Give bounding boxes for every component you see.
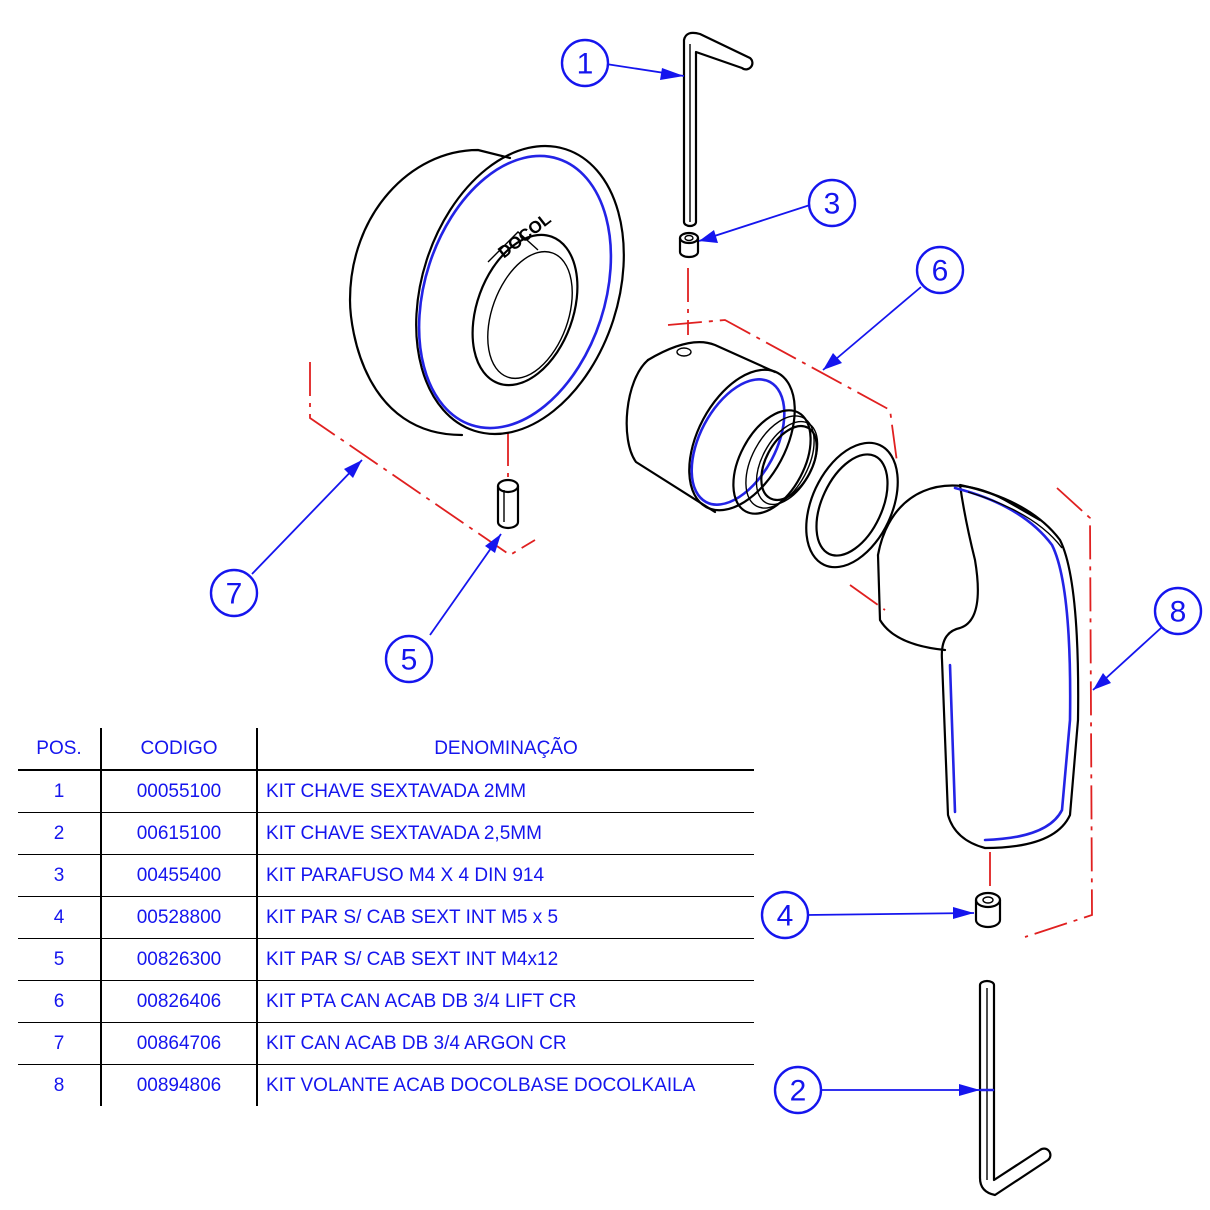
parts-list-table: POS. CODIGO DENOMINAÇÃO 1 00055100 KIT C… <box>18 728 754 1106</box>
row-name: KIT CHAVE SEXTAVADA 2MM <box>256 770 754 813</box>
row-pos: 4 <box>18 896 101 939</box>
row-code: 00615100 <box>100 812 257 855</box>
row-pos: 5 <box>18 938 101 981</box>
row-pos: 6 <box>18 980 101 1023</box>
balloon-3: 3 <box>807 178 857 228</box>
row-pos: 2 <box>18 812 101 855</box>
row-code: 00528800 <box>100 896 257 939</box>
leader-lines <box>251 63 1162 1096</box>
balloon-5-label: 5 <box>401 644 418 677</box>
row-code: 00455400 <box>100 854 257 897</box>
row-pos: 8 <box>53 1074 65 1096</box>
set-screw-part-5 <box>496 478 520 530</box>
o-ring <box>805 441 899 569</box>
balloon-5: 5 <box>384 634 434 684</box>
balloon-2-label: 2 <box>790 1075 807 1108</box>
set-screw-part-4 <box>974 891 1002 929</box>
balloon-4: 4 <box>760 890 810 940</box>
row-name: KIT PTA CAN ACAB DB 3/4 LIFT CR <box>256 980 754 1023</box>
table-row: 5 00826300 KIT PAR S/ CAB SEXT INT M4x12 <box>18 938 754 981</box>
row-pos: 1 <box>18 770 101 813</box>
table-row: 6 00826406 KIT PTA CAN ACAB DB 3/4 LIFT … <box>18 980 754 1023</box>
row-pos: 3 <box>18 854 101 897</box>
escutcheon-ring-part-7: DOCOL <box>348 144 625 437</box>
balloon-3-label: 3 <box>824 188 841 221</box>
balloon-2: 2 <box>773 1065 823 1115</box>
table-row: 7 00864706 KIT CAN ACAB DB 3/4 ARGON CR <box>18 1022 754 1065</box>
row-name: KIT PAR S/ CAB SEXT INT M5 x 5 <box>256 896 754 939</box>
balloon-8: 8 <box>1153 586 1203 636</box>
hex-key-part-2 <box>978 979 1052 1197</box>
parts-table-header-row: POS. CODIGO DENOMINAÇÃO <box>18 728 754 771</box>
table-row: 4 00528800 KIT PAR S/ CAB SEXT INT M5 x … <box>18 896 754 939</box>
balloon-6: 6 <box>915 245 965 295</box>
header-name: DENOMINAÇÃO <box>256 728 754 771</box>
header-pos: POS. <box>18 728 101 771</box>
balloon-7-label: 7 <box>226 578 243 611</box>
set-screw-part-3 <box>678 231 700 259</box>
balloon-7: 7 <box>209 568 259 618</box>
row-code: 00826300 <box>100 938 257 981</box>
row-code: 00864706 <box>100 1022 257 1065</box>
table-row: 1 00055100 KIT CHAVE SEXTAVADA 2MM <box>18 770 754 813</box>
table-row: 8 00894806 KIT VOLANTE ACAB DOCOLBASE DO… <box>18 1064 754 1106</box>
row-name: KIT PARAFUSO M4 X 4 DIN 914 <box>256 854 754 897</box>
row-name: KIT VOLANTE ACAB DOCOLBASE DOCOLKAILA <box>256 1064 754 1106</box>
balloon-1-label: 1 <box>577 48 594 81</box>
lever-handle-part-8 <box>876 483 1080 850</box>
spindle-body-part-6 <box>625 341 819 515</box>
row-name: KIT CHAVE SEXTAVADA 2,5MM <box>256 812 754 855</box>
row-pos: 7 <box>18 1022 101 1065</box>
row-name: KIT PAR S/ CAB SEXT INT M4x12 <box>256 938 754 981</box>
hex-key-part-1 <box>682 31 754 228</box>
row-name: KIT CAN ACAB DB 3/4 ARGON CR <box>256 1022 754 1065</box>
balloon-6-label: 6 <box>932 255 949 288</box>
centerlines <box>309 268 1093 938</box>
row-code: 00826406 <box>100 980 257 1023</box>
table-row: 2 00615100 KIT CHAVE SEXTAVADA 2,5MM <box>18 812 754 855</box>
balloon-1: 1 <box>560 38 610 88</box>
row-code: 00894806 <box>100 1064 257 1106</box>
header-code: CODIGO <box>100 728 257 771</box>
balloon-8-label: 8 <box>1170 596 1187 629</box>
balloon-4-label: 4 <box>777 900 794 933</box>
row-code: 00055100 <box>100 770 257 813</box>
table-row: 3 00455400 KIT PARAFUSO M4 X 4 DIN 914 <box>18 854 754 897</box>
